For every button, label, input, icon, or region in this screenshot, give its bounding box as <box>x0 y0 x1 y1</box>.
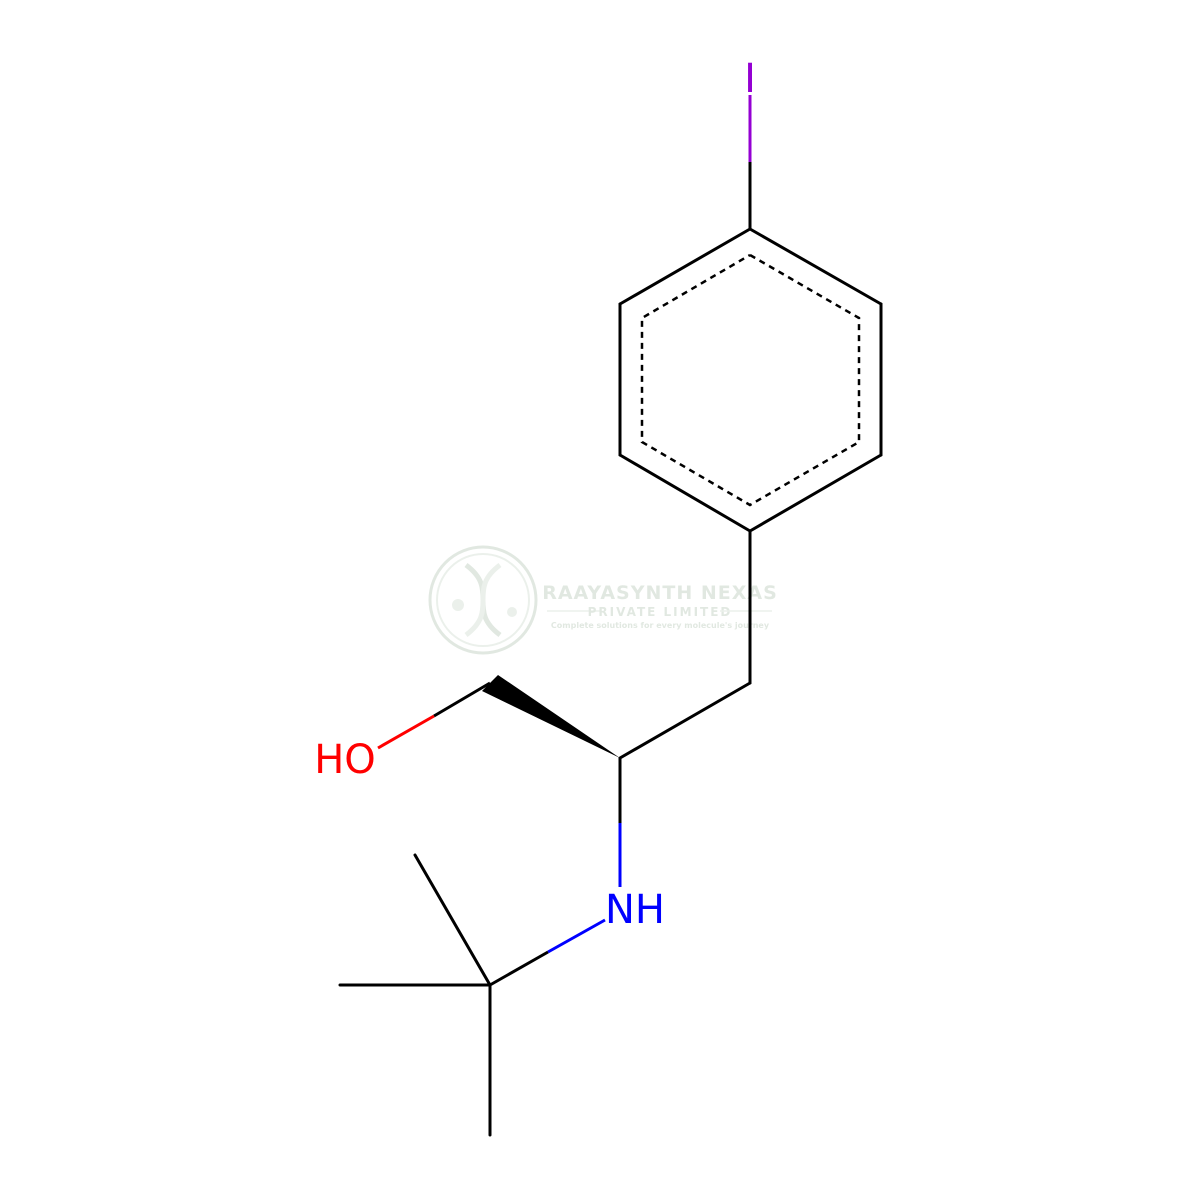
ring-bond <box>748 453 883 533</box>
watermark: RAAYASYNTH NEXAS PRIVATE LIMITED Complet… <box>428 545 778 655</box>
iodine-atom-label: I <box>744 56 756 102</box>
wedge-bond <box>482 675 620 758</box>
carbon-oxygen-bond <box>377 681 491 750</box>
watermark-title: RAAYASYNTH NEXAS <box>542 582 778 604</box>
ring-bond <box>618 227 752 306</box>
nitrogen-tbutyl-bond <box>489 918 606 987</box>
amine-atom-label: NH <box>605 887 665 933</box>
watermark-tagline: Complete solutions for every molecule's … <box>551 621 770 630</box>
aromatic-inner-ring <box>640 253 861 507</box>
watermark-subtitle: PRIVATE LIMITED <box>588 605 733 619</box>
tert-butyl-group <box>338 853 492 1137</box>
ring-bond <box>618 453 752 533</box>
hydroxyl-atom-label: HO <box>314 737 376 783</box>
ring-bond <box>748 227 883 306</box>
methyl-bond <box>413 853 492 987</box>
backbone-bonds <box>618 529 752 760</box>
dna-helix-icon <box>428 545 538 655</box>
benzene-ring <box>618 227 883 533</box>
ch2-to-chiral-bond <box>618 681 752 760</box>
